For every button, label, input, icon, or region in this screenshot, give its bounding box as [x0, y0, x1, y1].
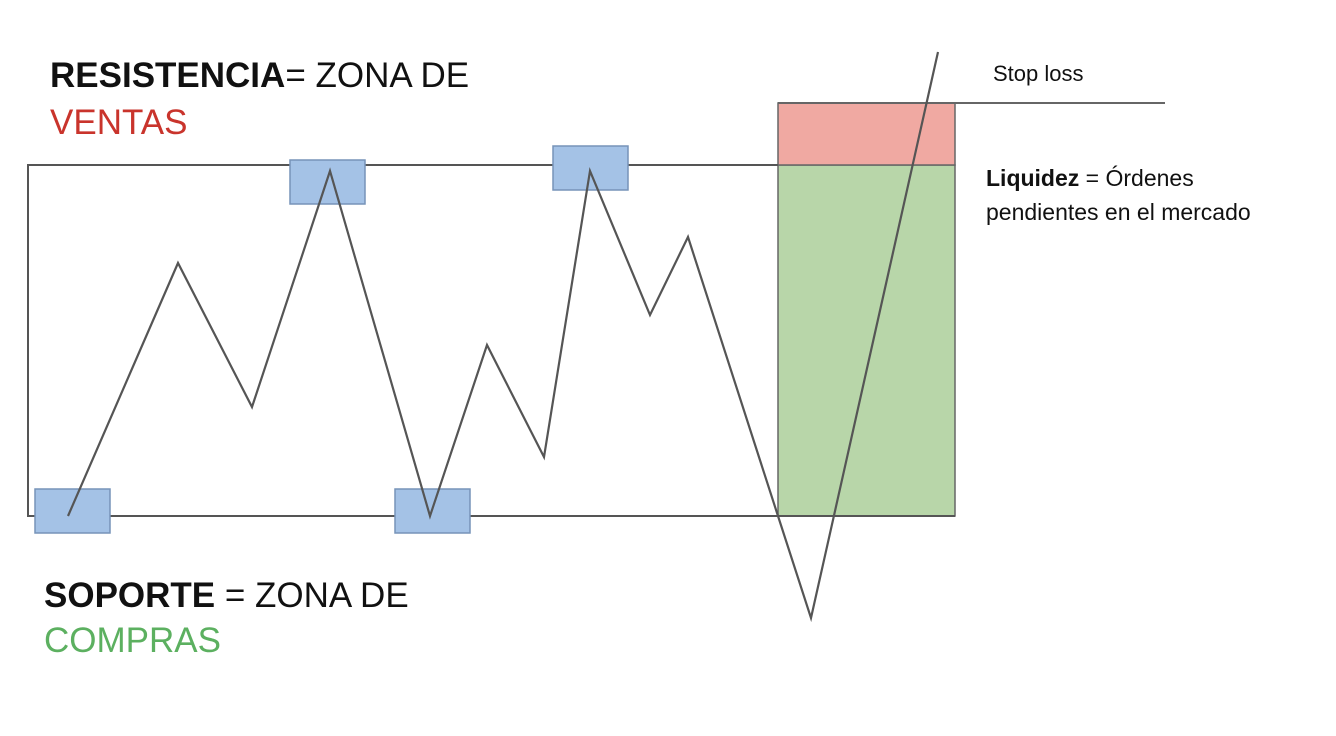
resistance-zone: VENTAS — [50, 103, 188, 142]
liquidity-zone — [777, 164, 956, 517]
liquidity-rest: = Órdenes — [1079, 165, 1194, 191]
support-title: SOPORTE = ZONA DE — [44, 576, 409, 616]
liquidity-line1: Liquidez = Órdenes — [986, 161, 1194, 195]
support-bold: SOPORTE — [44, 576, 216, 615]
liquidity-bold: Liquidez — [986, 165, 1080, 191]
liquidity-line2: pendientes en el mercado — [986, 199, 1251, 225]
resistance-title: RESISTENCIA= ZONA DE — [50, 56, 469, 96]
support-zone: COMPRAS — [44, 621, 221, 660]
touch-box-support-1 — [34, 488, 111, 534]
stop-loss-label: Stop loss — [993, 61, 1084, 86]
resistance-rest: = ZONA DE — [285, 56, 470, 95]
range-box — [27, 164, 955, 517]
resistance-bold: RESISTENCIA — [50, 56, 286, 95]
support-rest: = ZONA DE — [215, 576, 409, 615]
price-path — [66, 51, 940, 623]
stop-loss-zone — [777, 102, 956, 166]
touch-box-resistance-2 — [552, 145, 629, 191]
